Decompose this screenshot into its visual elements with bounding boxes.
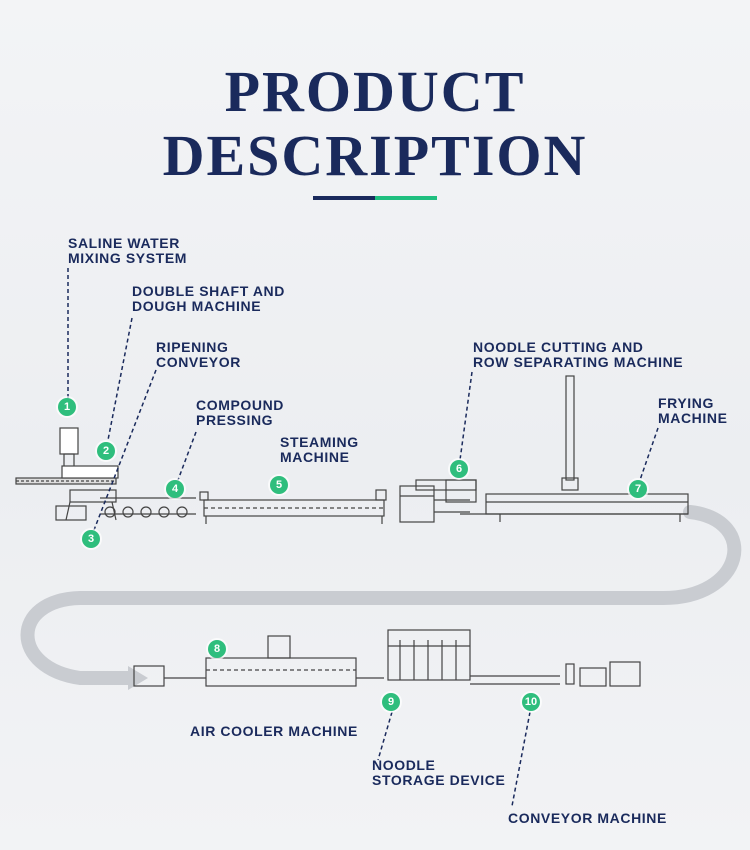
leader-line-3 [93, 369, 157, 531]
badge-3: 3 [82, 530, 100, 548]
badge-10: 10 [522, 693, 540, 711]
label-conveyor-machine: CONVEYOR MACHINE [508, 810, 667, 826]
leader-line-6 [459, 371, 473, 461]
leader-line-9 [377, 711, 393, 761]
badge-9: 9 [382, 693, 400, 711]
badge-5: 5 [270, 476, 288, 494]
saline-water-mixing-tank [15, 427, 117, 485]
leader-line-4 [177, 431, 197, 481]
title-underline-green [375, 196, 437, 200]
conveyor-machine [470, 661, 641, 687]
badge-4: 4 [166, 480, 184, 498]
badge-8: 8 [208, 640, 226, 658]
dough-machine [55, 465, 119, 521]
flow-arrow [20, 505, 742, 685]
badge-2: 2 [97, 442, 115, 460]
page-title-line2: DESCRIPTION [162, 123, 588, 188]
badge-7: 7 [629, 480, 647, 498]
air-cooler-machine [133, 635, 384, 687]
frying-machine [460, 375, 689, 522]
noodle-cutting-machine [399, 479, 477, 523]
leader-line-2 [107, 317, 133, 441]
noodle-storage-device [387, 629, 471, 681]
badge-6: 6 [450, 460, 468, 478]
steaming-machine [199, 489, 387, 524]
leader-line-7 [639, 427, 659, 481]
page-title-line1: PRODUCT [224, 59, 526, 124]
flow-arrow-head [128, 666, 148, 690]
badge-1: 1 [58, 398, 76, 416]
leader-line-10 [511, 711, 531, 807]
label-air-cooler-machine: AIR COOLER MACHINE [190, 723, 358, 739]
title-underline-navy [313, 196, 375, 200]
ripening-conveyor [100, 497, 196, 518]
